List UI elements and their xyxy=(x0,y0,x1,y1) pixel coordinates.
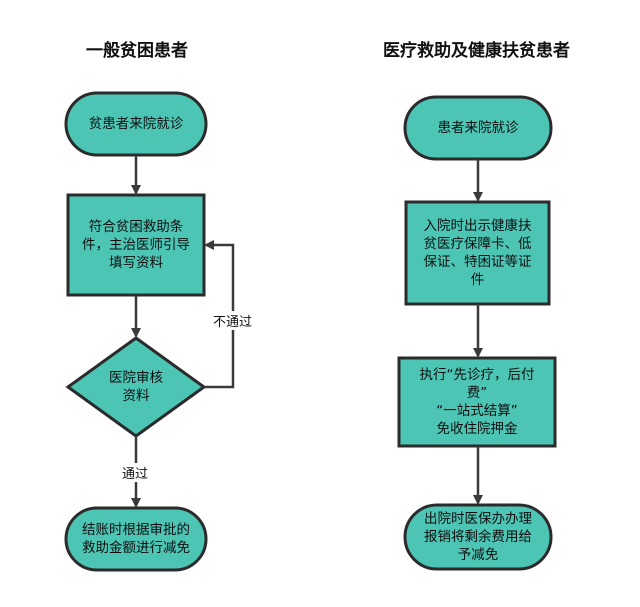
right-step2-text: 执行“先诊疗，后付 费” “一站式结算” 免收住院押金 xyxy=(419,366,535,438)
left-decision-text: 医院审核 资料 xyxy=(109,369,163,404)
right-step1-text: 入院时出示健康扶 贫医疗保障卡、低 保证、特困证等证 件 xyxy=(423,217,532,289)
left-start-text: 贫患者来院就诊 xyxy=(88,115,184,132)
right-start-text: 患者来院就诊 xyxy=(437,119,519,136)
right-end-text: 出院时医保办办理 报销将剩余费用给 予减免 xyxy=(424,510,532,564)
reject-label: 不通过 xyxy=(211,311,255,330)
right-title: 医疗救助及健康扶贫患者 xyxy=(383,41,570,61)
right-end-node xyxy=(403,503,553,571)
left-end-text: 结账时根据审批的 救助金额进行减免 xyxy=(82,521,190,556)
left-step1-node xyxy=(66,193,206,297)
left-title: 一般贫困患者 xyxy=(86,41,188,61)
pass-label: 通过 xyxy=(120,463,151,482)
left-step1-text: 符合贫困救助条 件，主治医师引导 填写资料 xyxy=(82,218,190,272)
right-step1-node xyxy=(404,200,551,306)
left-end-node xyxy=(64,506,208,572)
